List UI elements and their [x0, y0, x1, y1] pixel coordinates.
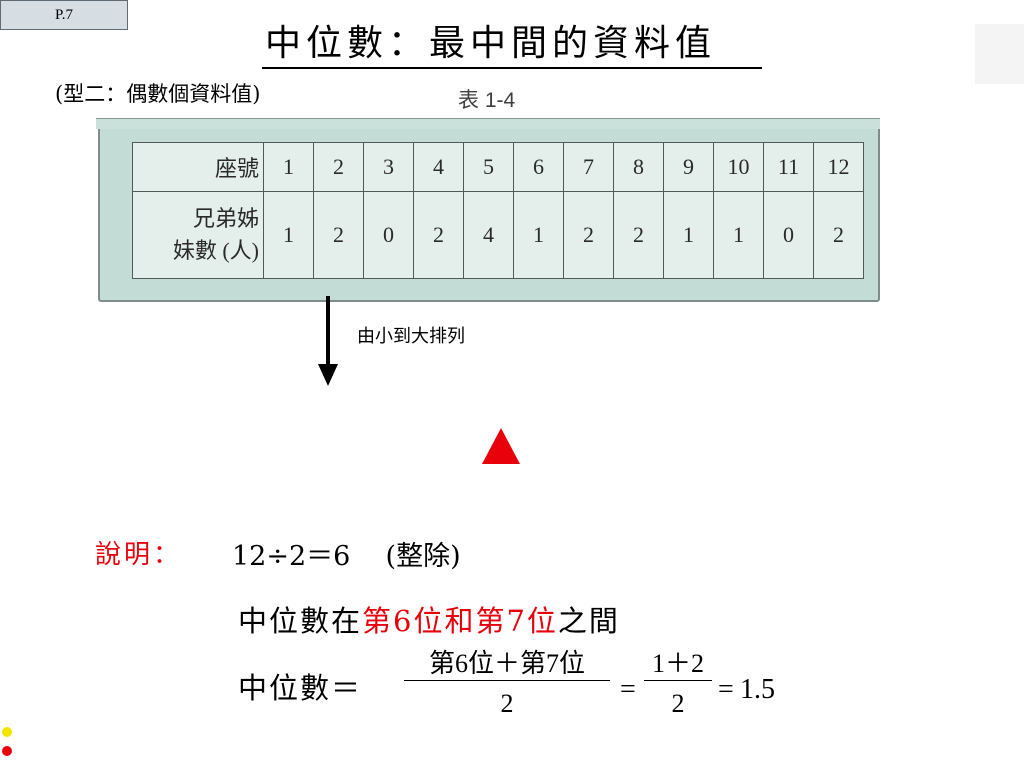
row-label-line: 兄弟姊: [192, 206, 259, 231]
explanation-label: 說明：: [95, 540, 183, 570]
division-note: (整除): [385, 541, 461, 572]
yellow-dot: [2, 727, 12, 737]
red-dot: [2, 746, 12, 756]
table-caption: 表 1-4: [458, 89, 516, 112]
row-label-siblings: 兄弟姊 妹數 (人): [132, 191, 264, 279]
seat-cell: 1: [263, 142, 314, 192]
equals-sign: =: [718, 674, 734, 705]
seat-cell: 7: [563, 142, 614, 192]
sibling-cell: 1: [513, 191, 564, 279]
sibling-count-row: 兄弟姊 妹數 (人) 1 2 0 2 4 1 2 2 1 1 0 2: [132, 191, 864, 279]
sort-note: 由小到大排列: [357, 326, 465, 347]
fraction-numerator: 1＋2: [651, 649, 704, 678]
median-position-highlight: 第6位和第7位: [362, 604, 558, 638]
median-result: 1.5: [740, 674, 775, 705]
sibling-cell: 2: [313, 191, 364, 279]
equals-sign: =: [620, 674, 636, 705]
seat-cell: 11: [763, 142, 814, 192]
fraction-numerator: 第6位＋第7位: [428, 649, 585, 678]
median-position-pre: 中位數在: [238, 604, 363, 638]
explanation-formula: 12÷2＝6 (整除): [232, 534, 461, 573]
page-number-badge: P.7: [0, 0, 128, 30]
row-label-seat: 座號: [132, 142, 264, 192]
fraction-denominator: 2: [500, 689, 514, 718]
sibling-cell: 1: [663, 191, 714, 279]
down-arrow-icon: [318, 296, 338, 386]
fraction-bar: [644, 680, 712, 681]
red-triangle-icon: [482, 428, 520, 464]
sibling-cell: 1: [263, 191, 314, 279]
fraction-denominator: 2: [671, 689, 685, 718]
seat-cell: 5: [463, 142, 514, 192]
fraction-values: 1＋2 2: [644, 648, 712, 721]
seat-cell: 9: [663, 142, 714, 192]
row-label-line: 妹數 (人): [172, 238, 259, 263]
sibling-cell: 2: [613, 191, 664, 279]
division-expression: 12÷2＝6: [232, 541, 351, 572]
sibling-cell: 0: [363, 191, 414, 279]
sibling-cell: 1: [713, 191, 764, 279]
median-equation-lead: 中位數＝: [238, 671, 363, 705]
slide-title: 中位數：最中間的資料值: [265, 23, 717, 64]
seat-cell: 8: [613, 142, 664, 192]
seat-cell: 2: [313, 142, 364, 192]
median-position-line: 中位數在第6位和第7位之間: [238, 598, 620, 640]
sibling-cell: 0: [763, 191, 814, 279]
seat-cell: 4: [413, 142, 464, 192]
sibling-cell: 2: [813, 191, 864, 279]
seat-cell: 12: [813, 142, 864, 192]
corner-placeholder: [975, 24, 1024, 84]
sibling-cell: 2: [413, 191, 464, 279]
data-table: 座號 1 2 3 4 5 6 7 8 9 10 11 12 兄弟姊 妹數 (人)…: [132, 142, 864, 279]
title-underline: [262, 67, 762, 69]
seat-cell: 3: [363, 142, 414, 192]
fraction-positions: 第6位＋第7位 2: [404, 648, 610, 721]
sibling-cell: 2: [563, 191, 614, 279]
seat-cell: 10: [713, 142, 764, 192]
subtitle: (型二：偶數個資料值): [55, 82, 261, 106]
fraction-bar: [404, 680, 610, 681]
median-position-post: 之間: [557, 604, 620, 638]
seat-number-row: 座號 1 2 3 4 5 6 7 8 9 10 11 12: [132, 142, 864, 192]
seat-cell: 6: [513, 142, 564, 192]
sibling-cell: 4: [463, 191, 514, 279]
